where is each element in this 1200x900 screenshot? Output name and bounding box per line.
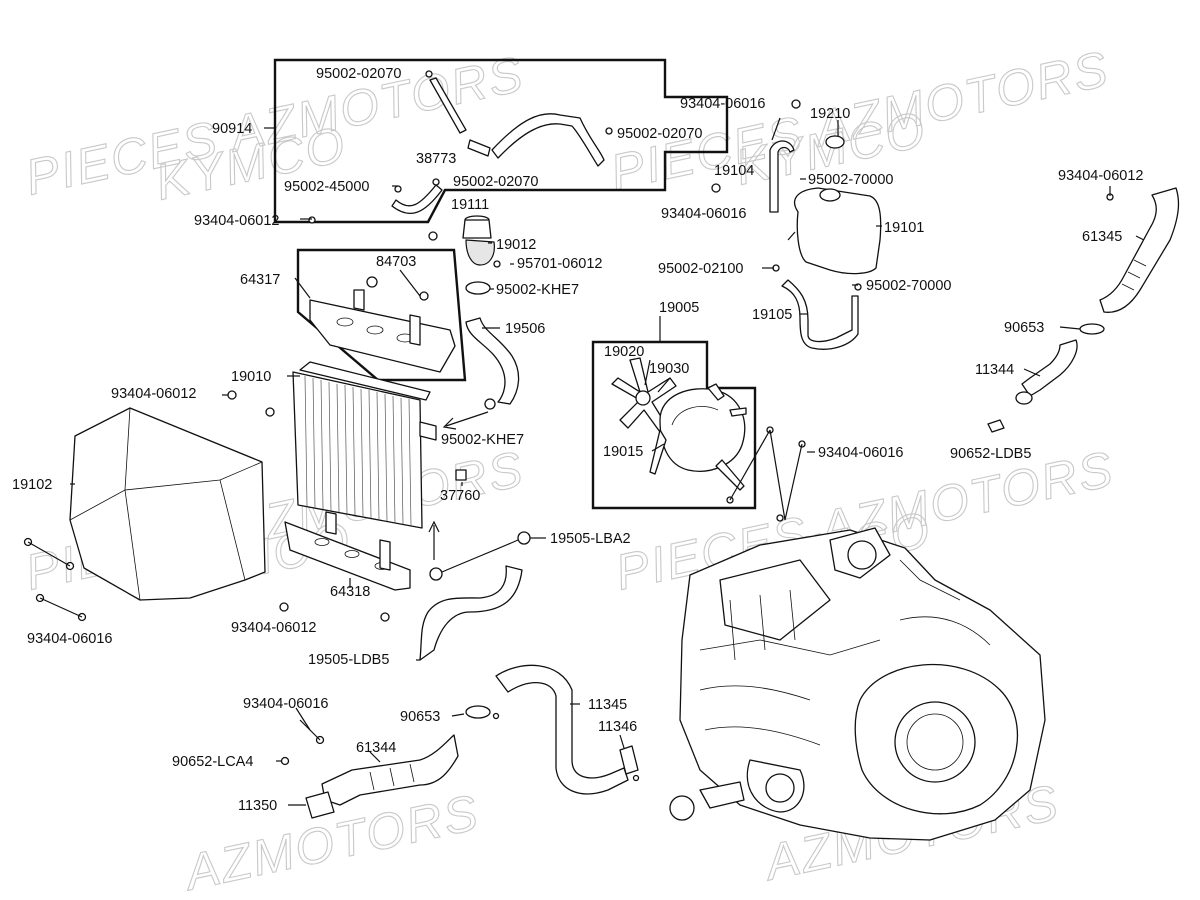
part-callout: 95002-02070 (617, 126, 702, 142)
part-callout: 93404-06012 (231, 620, 316, 636)
part-callout: 19111 (451, 197, 489, 213)
part-callout: 19102 (12, 477, 52, 493)
radiator-19010 (227, 361, 496, 529)
part-callout: 93404-06016 (818, 445, 903, 461)
hose-19506 (465, 281, 520, 405)
part-callout: 64318 (330, 584, 370, 600)
thermostat-housing (308, 215, 501, 268)
air-duct-61344 (280, 719, 459, 819)
part-callout: 19030 (649, 361, 689, 377)
bracket-64317 (309, 276, 456, 373)
part-callout: 19105 (752, 307, 792, 323)
bracket-64318 (279, 511, 411, 622)
part-callout: 11350 (238, 798, 277, 814)
fan-motor-19015 (649, 383, 806, 522)
part-callout: 11345 (588, 697, 627, 713)
part-callout: 95002-45000 (284, 179, 369, 195)
part-callout: 19015 (603, 444, 643, 460)
part-callout: 61345 (1082, 229, 1122, 245)
part-callout: 19012 (496, 237, 536, 253)
part-callout: 11344 (975, 362, 1014, 378)
part-callout: 95002-KHE7 (441, 432, 524, 448)
fan-shroud-19102 (23, 407, 266, 622)
part-callout: 19505-LDB5 (308, 652, 389, 668)
part-callout: 19104 (714, 163, 754, 179)
reservoir-tank-19101 (787, 135, 882, 275)
part-callout: 93404-06016 (27, 631, 112, 647)
fan-19020 (611, 357, 677, 433)
part-callout: 93404-06016 (661, 206, 746, 222)
part-callout: 90652-LDB5 (950, 446, 1031, 462)
part-callout: 64317 (240, 272, 280, 288)
part-callout: 37760 (440, 488, 480, 504)
part-callout: 11346 (598, 719, 637, 735)
part-callout: 95002-02100 (658, 261, 743, 277)
clamp-90653 (465, 705, 500, 720)
part-callout: 19020 (604, 344, 644, 360)
hose-11345 (495, 664, 640, 795)
part-callout: 19010 (231, 369, 271, 385)
part-callout: 93404-06016 (243, 696, 328, 712)
part-callout: 90914 (212, 121, 252, 137)
part-callout: 95002-70000 (866, 278, 951, 294)
hose-19104 (711, 99, 801, 213)
group-outline-19005 (591, 340, 757, 510)
part-callout: 90653 (400, 709, 440, 725)
part-callout: 93404-06012 (1058, 168, 1143, 184)
part-callout: 95002-KHE7 (496, 282, 579, 298)
part-callout: 90653 (1004, 320, 1044, 336)
part-callout: 95002-02070 (453, 174, 538, 190)
part-callout: 95701-06012 (517, 256, 602, 272)
engine-assembly (669, 527, 1046, 841)
part-callout: 90652-LCA4 (172, 754, 253, 770)
air-duct-11344 (987, 323, 1105, 433)
air-duct-61345 (1099, 187, 1180, 313)
part-callout: 61344 (356, 740, 396, 756)
hose-19505 (419, 531, 531, 661)
part-callout: 38773 (416, 151, 456, 167)
group-outline-64317 (296, 248, 467, 382)
part-callout: 93404-06012 (111, 386, 196, 402)
hose-set-90914 (391, 70, 613, 215)
part-callout: 95002-70000 (808, 172, 893, 188)
part-callout: 93404-06012 (194, 213, 279, 229)
part-callout: 19505-LBA2 (550, 531, 631, 547)
callout-labels: 95002-02070 90914 38773 95002-02070 9500… (12, 66, 1143, 814)
leader-lines (70, 117, 1145, 806)
part-callout: 84703 (376, 254, 416, 270)
part-callout: 19101 (884, 220, 924, 236)
part-callout: 19005 (659, 300, 699, 316)
part-callout: 19506 (505, 321, 545, 337)
group-outline-90914 (273, 58, 729, 224)
arrow-group (428, 411, 489, 560)
part-callout: 19210 (810, 106, 850, 122)
part-callout: 93404-06016 (680, 96, 765, 112)
part-callout: 95002-02070 (316, 66, 401, 82)
